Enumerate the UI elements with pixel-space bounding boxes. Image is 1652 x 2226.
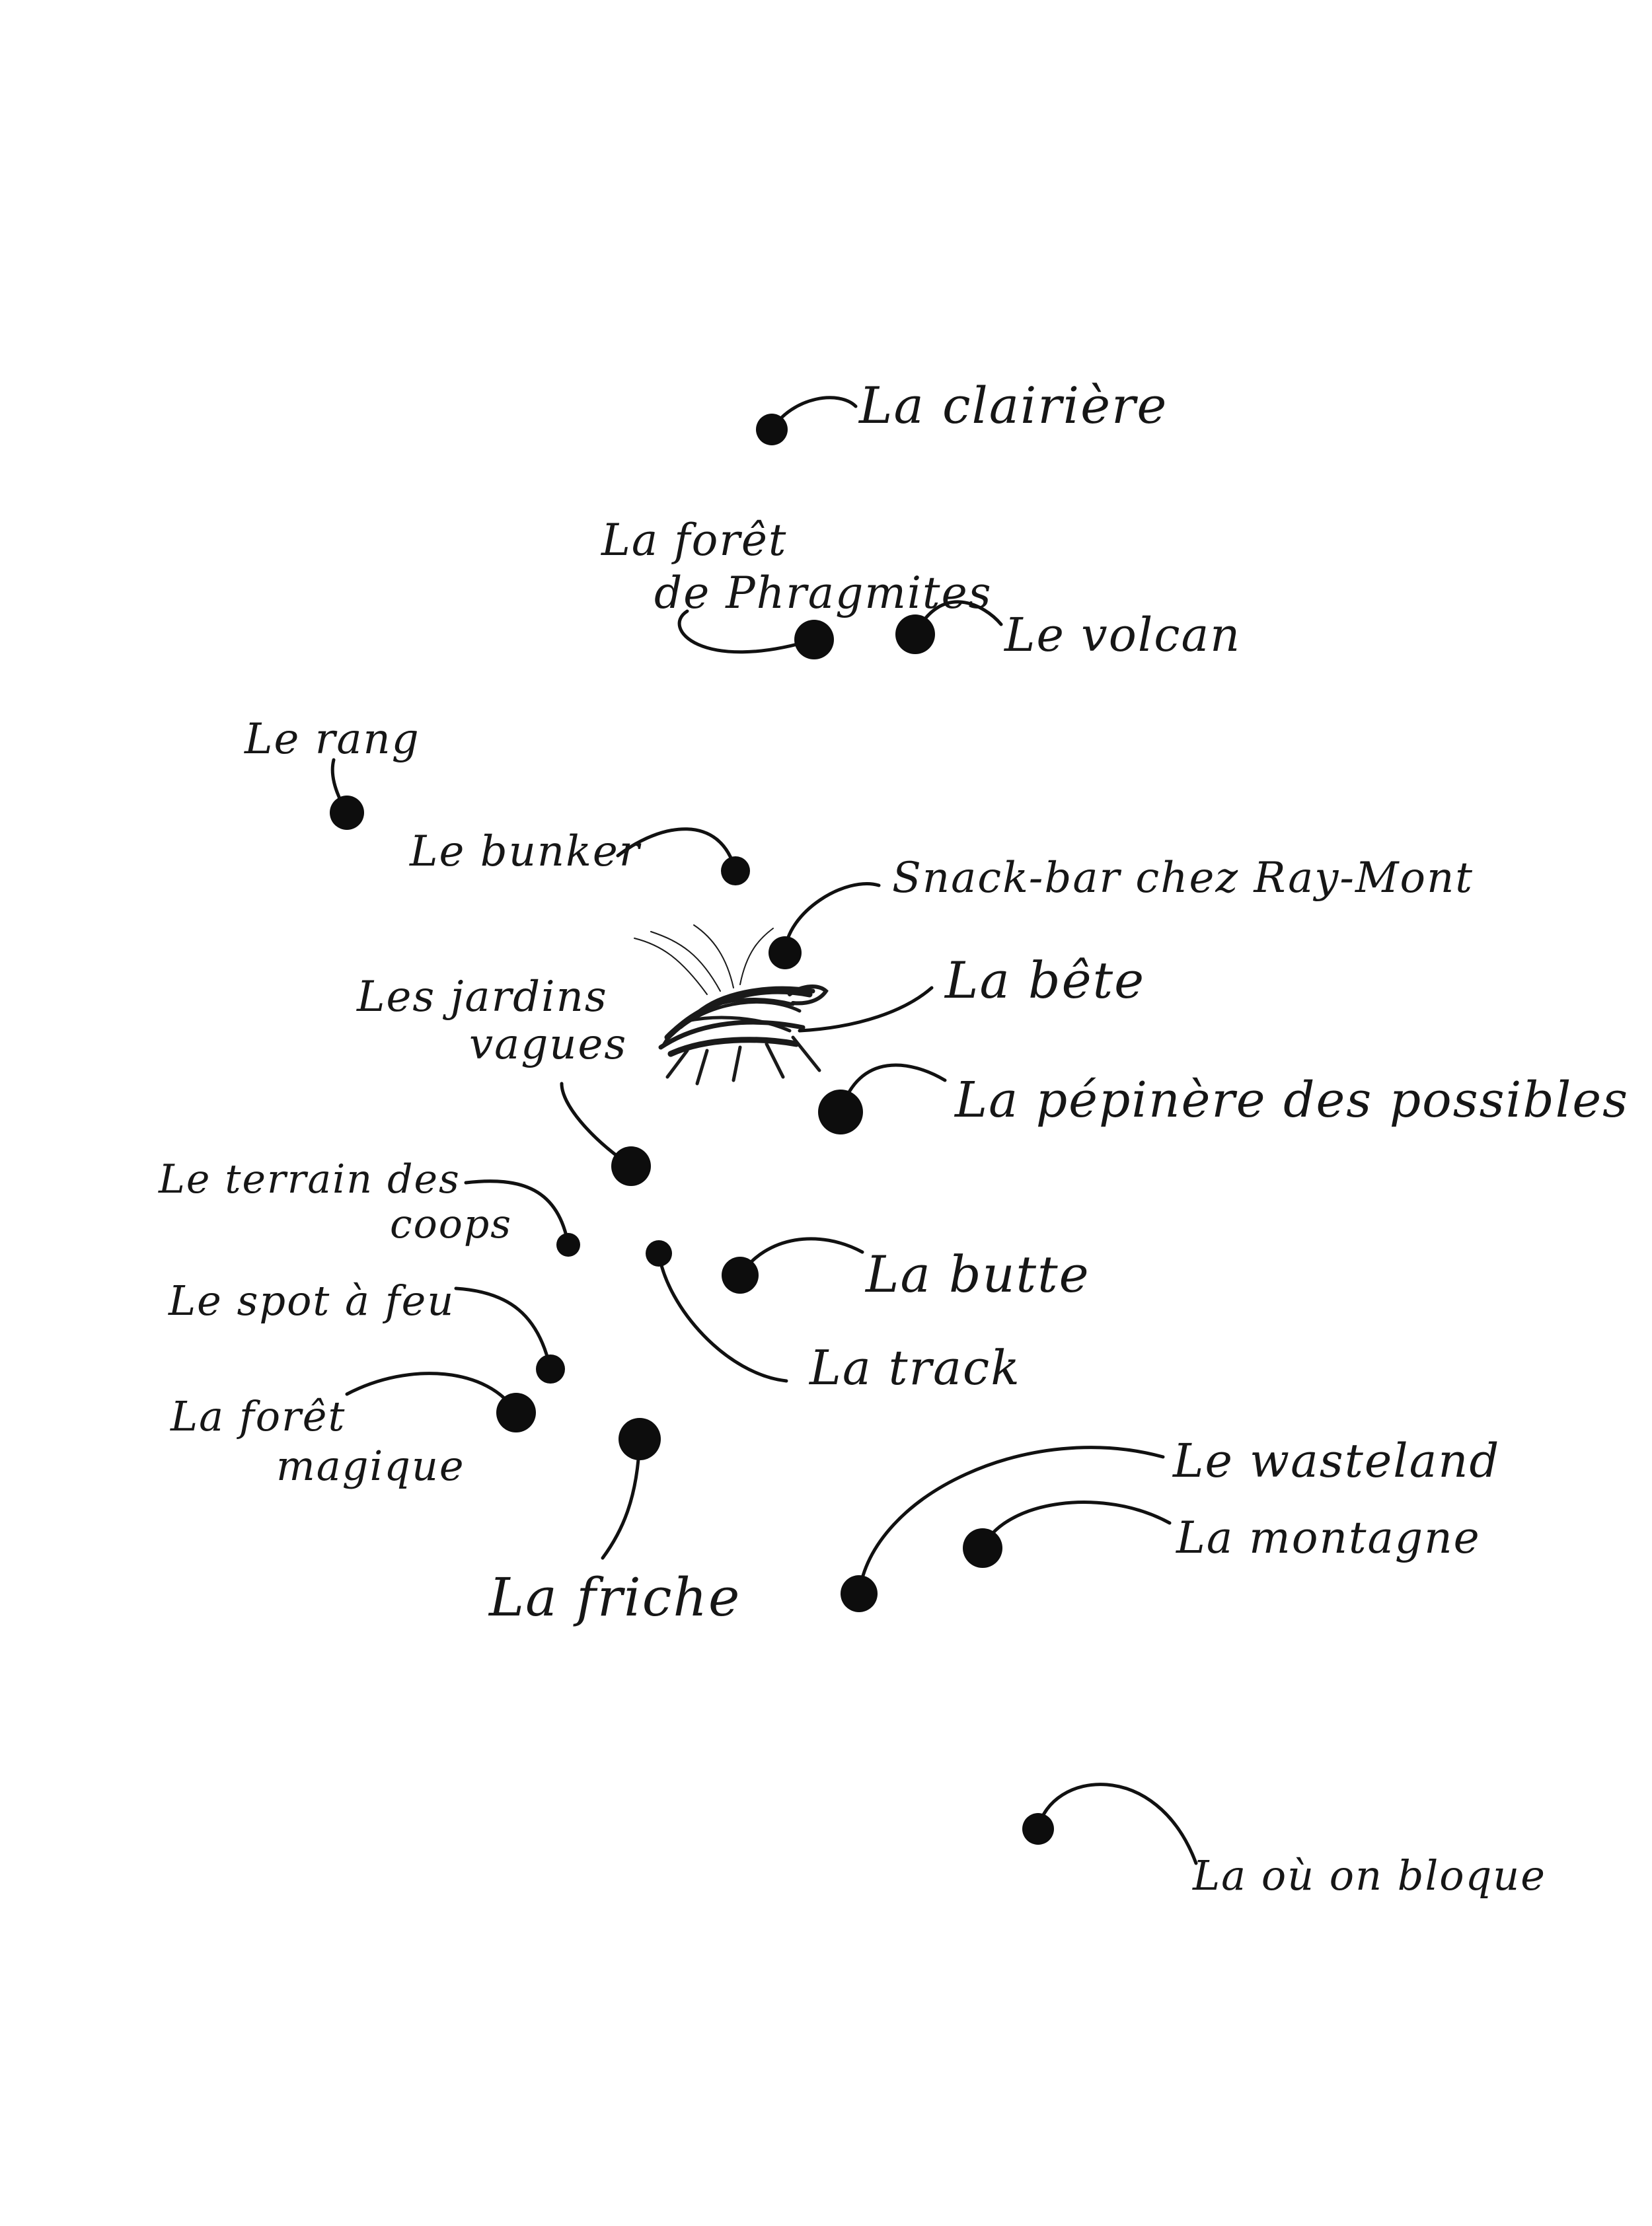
leader-line-phragmites [677, 609, 816, 654]
label-line: La friche [488, 1567, 741, 1628]
place-pepiniere: La pépinère des possibles [818, 1063, 1629, 1134]
label-line: La pépinère des possibles [954, 1072, 1629, 1129]
marker-dot-bloque [1022, 1813, 1054, 1845]
label-bunker: Le bunker [409, 827, 642, 876]
label-clairiere: La clairière [858, 376, 1168, 435]
label-line: La montagne [1176, 1512, 1481, 1563]
place-bloque: La où on bloque [1022, 1783, 1546, 1900]
place-snackbar: Snack-bar chez Ray-Mont [769, 854, 1474, 969]
label-line: La clairière [858, 376, 1168, 435]
label-line: Le rang [244, 715, 420, 764]
label-line: La bête [944, 951, 1145, 1010]
marker-dot-foretmagique [496, 1393, 536, 1432]
leader-line-butte [738, 1237, 864, 1277]
label-line: Le volcan [1003, 608, 1241, 662]
place-bete: La bête [798, 951, 1145, 1033]
place-friche: La friche [488, 1418, 741, 1628]
label-line: Les jardins [356, 973, 608, 1021]
marker-dot-rang [330, 796, 364, 830]
place-rang: Le rang [244, 715, 420, 830]
marker-dot-phragmites [794, 620, 834, 659]
leader-line-snackbar [783, 882, 881, 955]
label-line: Le bunker [409, 827, 642, 876]
leader-line-track [657, 1251, 788, 1383]
leader-line-wasteland [857, 1446, 1165, 1596]
marker-dot-terrain [556, 1233, 580, 1257]
place-spot: Le spot à feu [168, 1277, 565, 1384]
label-line: de Phragmites [654, 568, 993, 618]
label-line: La track [808, 1340, 1021, 1395]
label-line: Le terrain des [158, 1156, 461, 1203]
marker-dot-spot [536, 1354, 565, 1384]
marker-dot-butte [722, 1257, 759, 1294]
label-spot: Le spot à feu [168, 1277, 455, 1325]
leader-line-bloque [1036, 1783, 1198, 1865]
marker-dot-clairiere [756, 414, 788, 445]
marker-dot-snackbar [769, 936, 802, 969]
leader-line-foretmagique [345, 1372, 518, 1415]
leader-line-spot [454, 1286, 552, 1371]
place-bunker: Le bunker [409, 827, 750, 885]
place-track: La track [646, 1240, 1021, 1395]
label-line: La butte [864, 1245, 1090, 1304]
label-butte: La butte [864, 1245, 1090, 1304]
label-line: vagues [469, 1020, 627, 1069]
marker-dot-pepiniere [818, 1090, 863, 1134]
marker-dot-track [646, 1240, 672, 1267]
marker-dot-montagne [963, 1528, 1002, 1568]
label-line: La forêt [601, 515, 787, 566]
label-rang: Le rang [244, 715, 420, 764]
label-pepiniere: La pépinère des possibles [954, 1072, 1629, 1129]
marker-dot-volcan [895, 614, 935, 654]
label-line: La où on bloque [1192, 1851, 1546, 1900]
label-snackbar: Snack-bar chez Ray-Mont [892, 854, 1474, 903]
place-wasteland: Le wasteland [841, 1434, 1500, 1612]
label-montagne: La montagne [1176, 1512, 1481, 1563]
label-track: La track [808, 1340, 1021, 1395]
leader-line-bete [798, 986, 934, 1033]
leader-line-montagne [981, 1501, 1172, 1550]
leader-line-bunker [616, 827, 737, 873]
label-line: Le wasteland [1172, 1434, 1500, 1488]
insect-sketch-icon [634, 924, 829, 1086]
place-butte: La butte [722, 1237, 1090, 1304]
label-volcan: Le volcan [1003, 608, 1241, 662]
marker-dot-jardins [611, 1146, 651, 1186]
leader-line-terrain [464, 1179, 570, 1247]
marker-dot-friche [619, 1418, 661, 1460]
place-clairiere: La clairière [756, 376, 1168, 445]
label-line: coops [390, 1201, 512, 1247]
label-line: La forêt [170, 1392, 346, 1440]
place-montagne: La montagne [963, 1501, 1481, 1568]
label-friche: La friche [488, 1567, 741, 1628]
place-volcan: Le volcan [895, 600, 1241, 662]
label-bete: La bête [944, 951, 1145, 1010]
label-bloque: La où on bloque [1192, 1851, 1546, 1900]
marker-dot-wasteland [841, 1575, 878, 1612]
label-line: Snack-bar chez Ray-Mont [892, 854, 1474, 903]
label-line: Le spot à feu [168, 1277, 455, 1325]
label-wasteland: Le wasteland [1172, 1434, 1500, 1488]
marker-dot-bunker [721, 856, 750, 885]
label-line: magique [276, 1442, 465, 1490]
